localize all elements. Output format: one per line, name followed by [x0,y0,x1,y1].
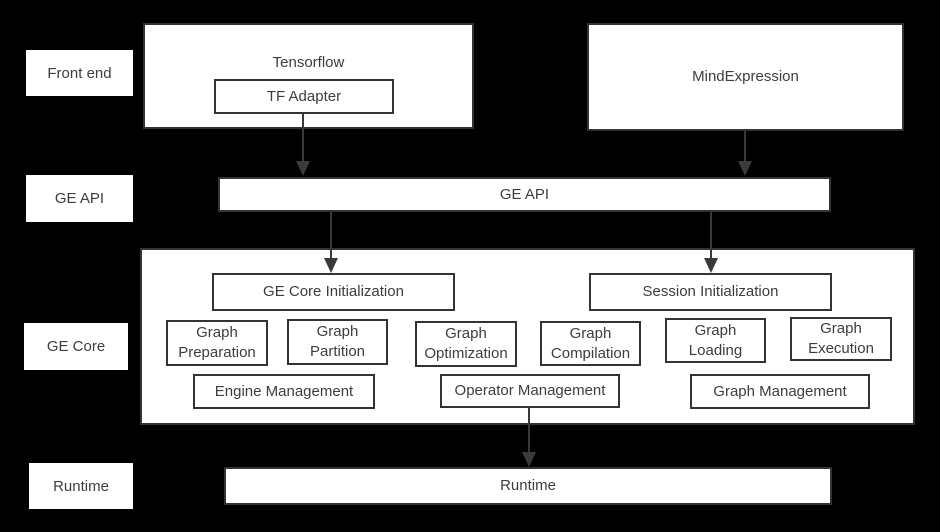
graph-optimization-box: Graph Optimization [415,321,517,367]
ge-core-initialization-box: GE Core Initialization [212,273,455,311]
runtime-box: Runtime [224,467,832,505]
graph-compilation-box: Graph Compilation [540,321,641,366]
graph-loading-box: Graph Loading [665,318,766,363]
arrow-tf-adapter-to-ge-api [296,114,310,176]
arrow-down-icon [324,258,338,273]
mindexpression-label: MindExpression [692,68,799,85]
mindexpression-box: MindExpression [587,23,904,131]
tensorflow-label: Tensorflow [272,54,345,71]
graph-loading-label: Graph Loading [688,321,743,359]
graph-execution-box: Graph Execution [790,317,892,361]
arrow-mindexpression-to-ge-api [738,131,752,176]
ge-api-label: GE API [499,185,550,203]
tf-adapter-box: TF Adapter [214,79,394,114]
engine-management-box: Engine Management [193,374,375,409]
layer-label-ge-core: GE Core [24,323,128,370]
arrow-shaft [710,212,712,260]
arrow-ge-api-to-session-initialization [704,212,718,273]
arrow-shaft [744,131,746,163]
graph-preparation-label: Graph Preparation [178,324,256,361]
graph-partition-box: Graph Partition [287,319,388,365]
graph-preparation-box: Graph Preparation [166,320,268,366]
layer-label-runtime: Runtime [29,463,133,509]
ge-api-box: GE API [218,177,831,212]
arrow-down-icon [738,161,752,176]
session-initialization-label: Session Initialization [642,283,779,300]
layer-label-ge-api: GE API [26,175,133,222]
graph-partition-label: Graph Partition [309,323,366,360]
arrow-shaft [528,408,530,454]
graph-optimization-label: Graph Optimization [424,325,508,362]
operator-management-box: Operator Management [440,374,620,408]
session-initialization-box: Session Initialization [589,273,832,311]
layer-label-front-end: Front end [26,50,133,96]
graph-compilation-label: Graph Compilation [550,324,631,362]
graph-management-box: Graph Management [690,374,870,409]
runtime-label: Runtime [500,477,556,494]
engine-management-label: Engine Management [214,382,354,400]
arrow-down-icon [704,258,718,273]
arrow-shaft [330,212,332,260]
graph-management-label: Graph Management [713,382,847,400]
arrow-ge-api-to-ge-core-initialization [324,212,338,273]
arrow-down-icon [296,161,310,176]
ge-core-initialization-label: GE Core Initialization [263,283,404,300]
tf-adapter-label: TF Adapter [266,87,342,105]
arrow-ge-core-to-runtime [522,408,536,467]
operator-management-label: Operator Management [454,382,606,399]
arrow-shaft [302,114,304,163]
arrow-down-icon [522,452,536,467]
graph-execution-label: Graph Execution [808,320,874,357]
